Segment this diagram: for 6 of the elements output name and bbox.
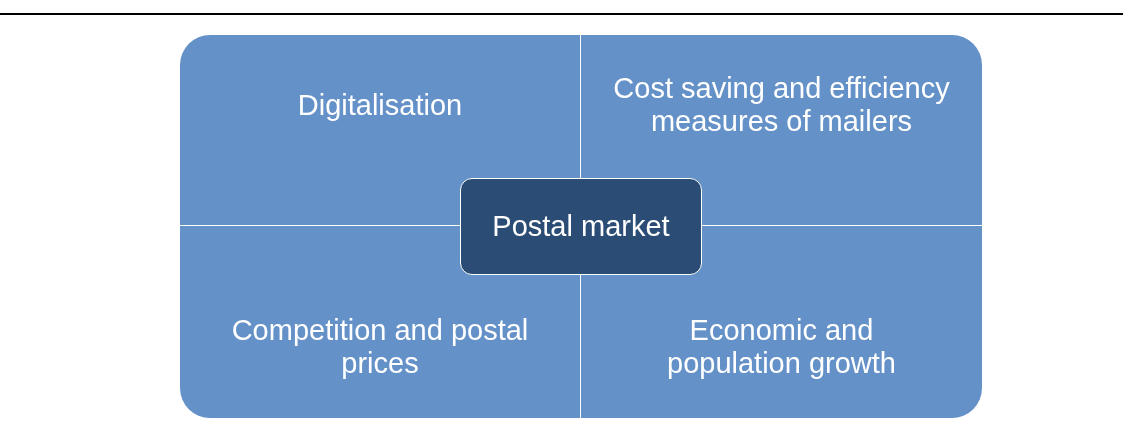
quadrant-label: Economic and population growth	[666, 314, 897, 380]
quadrant-label: Digitalisation	[297, 88, 463, 122]
center-box	[460, 178, 702, 275]
center-label: Postal market	[492, 210, 670, 243]
quadrant-label: Competition and postal prices	[230, 314, 530, 380]
quadrant-label: Cost saving and efficiency measures of mailers	[612, 72, 951, 138]
